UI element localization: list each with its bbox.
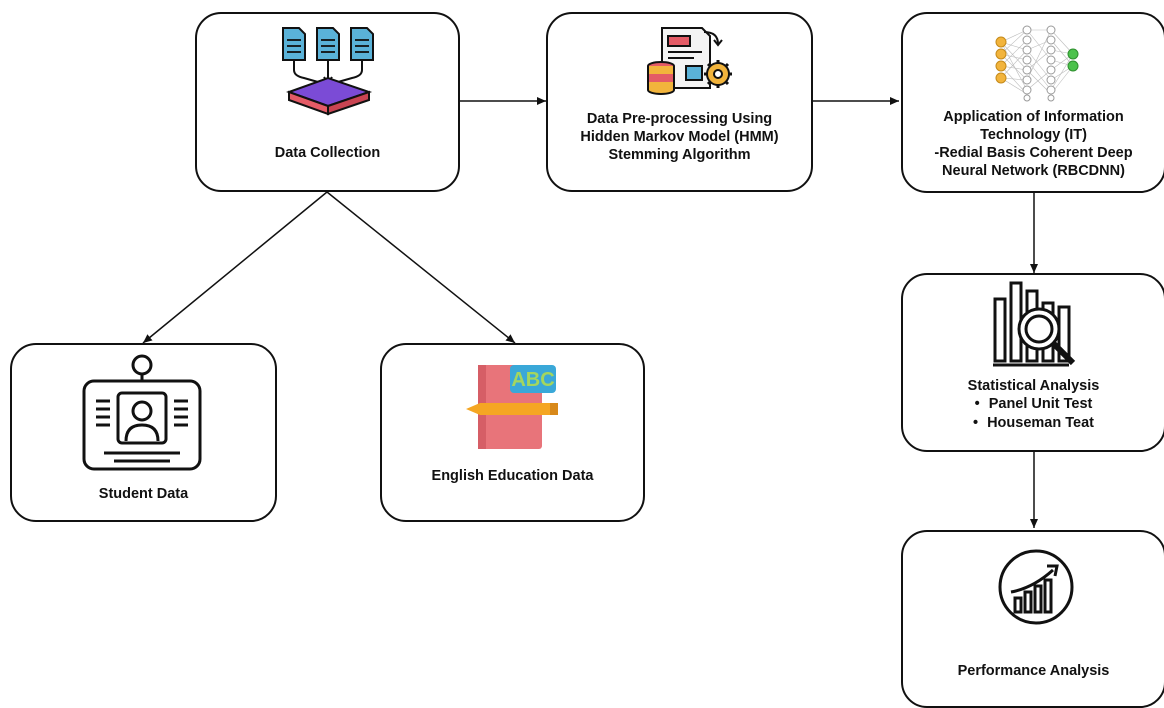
preprocessing-line-1: Data Pre-processing Using (586, 111, 773, 127)
arrow-collection-to-student (142, 191, 328, 344)
documents-to-database-icon (282, 27, 374, 116)
student-data-label: Student Data (98, 486, 189, 502)
statistical-analysis-label: Statistical Analysis (967, 378, 1100, 394)
preprocessing-line-3: Stemming Algorithm (608, 147, 751, 163)
statistical-test-list: Panel Unit Test Houseman Teat (903, 395, 1164, 433)
it-line-2: Technology (IT) (980, 127, 1087, 143)
abc-text: ABC (511, 369, 554, 391)
arrow-collection-to-english (326, 191, 516, 344)
abc-book-icon: ABC (466, 365, 558, 449)
id-badge-icon (82, 354, 202, 471)
node-statistical-analysis: Statistical Analysis Panel Unit Test Hou… (901, 273, 1164, 452)
statistical-test-item: Houseman Teat (903, 414, 1164, 433)
neural-network-icon (995, 25, 1079, 102)
statistical-test-item: Panel Unit Test (903, 395, 1164, 414)
node-preprocessing: Data Pre-processing Using Hidden Markov … (546, 12, 813, 192)
node-data-collection: Data Collection (195, 12, 460, 192)
node-performance-analysis: Performance Analysis (901, 530, 1164, 708)
preprocessing-line-2: Hidden Markov Model (HMM) (580, 129, 779, 145)
it-line-4: Neural Network (RBCDNN) (942, 163, 1125, 179)
chart-magnifier-icon (993, 281, 1076, 367)
english-education-data-label: English Education Data (431, 468, 594, 484)
data-collection-label: Data Collection (274, 145, 381, 161)
it-line-3: -Redial Basis Coherent Deep (934, 145, 1133, 161)
node-english-education-data: ABC English Education Data (380, 343, 645, 522)
growth-chart-icon (998, 549, 1074, 625)
it-line-1: Application of Information (943, 109, 1124, 125)
document-database-gear-icon (647, 27, 732, 95)
node-it-application: Application of Information Technology (I… (901, 12, 1164, 193)
performance-analysis-label: Performance Analysis (957, 663, 1110, 679)
node-student-data: Student Data (10, 343, 277, 522)
